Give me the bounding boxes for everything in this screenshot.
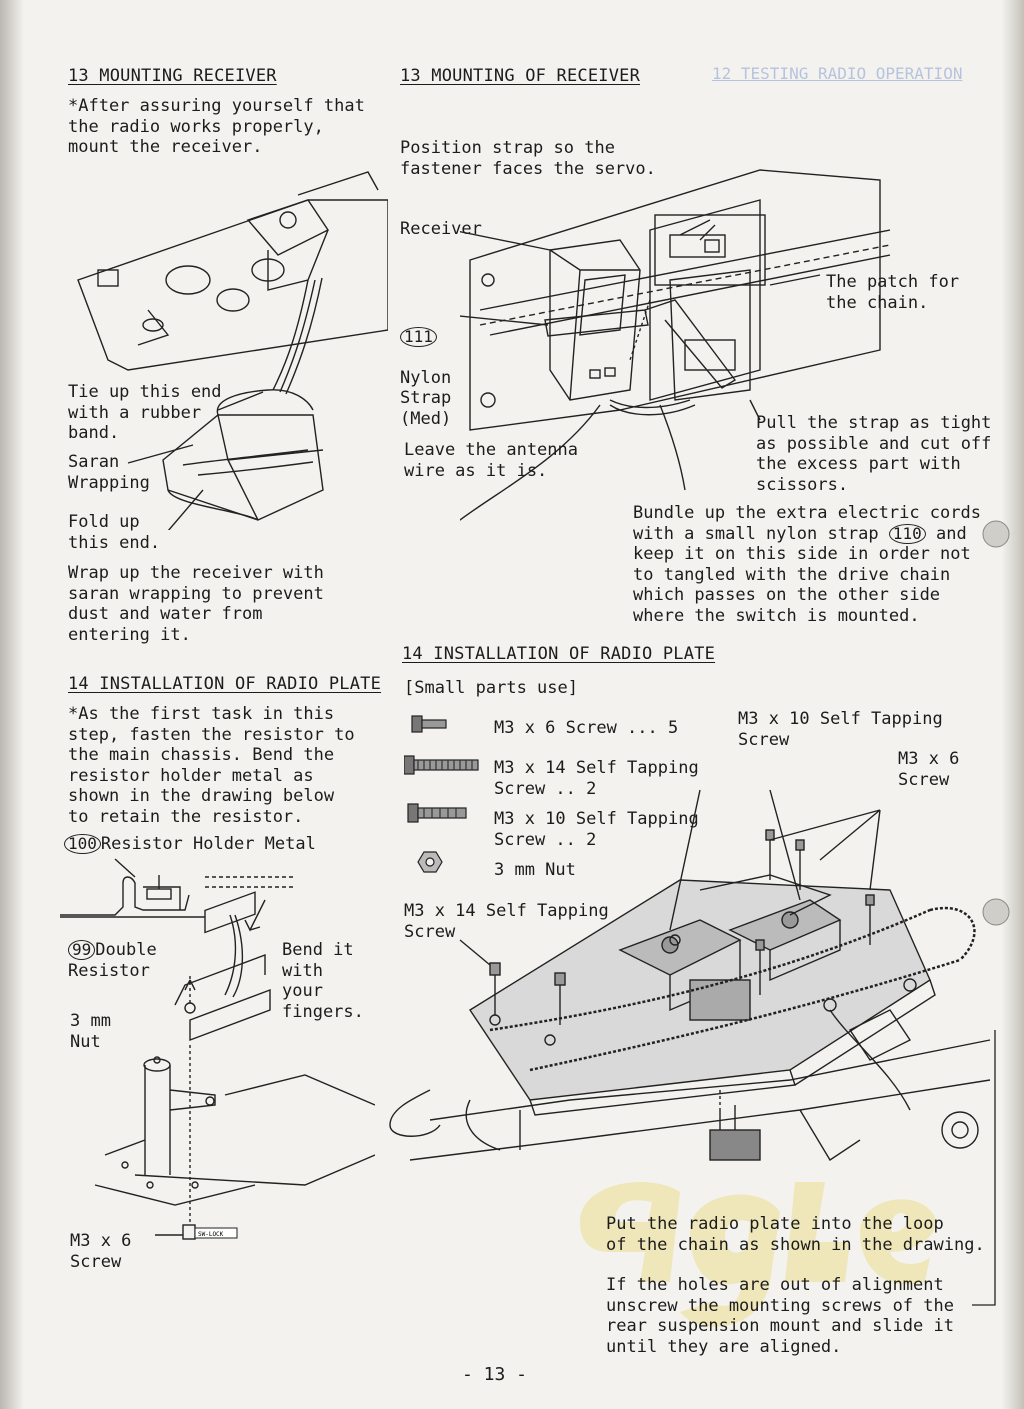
part-row-4: 3 mm Nut	[494, 860, 576, 881]
page-number: - 13 -	[462, 1364, 528, 1385]
alignment-leader-line	[972, 1030, 996, 1306]
part-qty-1: 5	[668, 718, 679, 738]
put-radio-plate-text: Put the radio plate into the loop of the…	[606, 1214, 985, 1255]
part-row-1: M3 x 6 Screw ... 5	[494, 718, 678, 739]
m3x14-screw-icon	[404, 755, 415, 775]
part-name-4: 3 mm Nut	[494, 860, 576, 880]
left-section14-heading: 14 INSTALLATION OF RADIO PLATE	[68, 674, 382, 694]
part-qty-2: 2	[586, 778, 597, 799]
resistor-mount-drawing: SW-LOCK	[60, 858, 375, 1240]
holes-alignment-text: If the holes are out of alignment unscre…	[606, 1275, 954, 1357]
right-section14-heading: 14 INSTALLATION OF RADIO PLATE	[402, 644, 716, 664]
saran-wrapping-label: Saran Wrapping	[68, 452, 150, 493]
part-row-3: M3 x 10 Self Tapping Screw .. 2	[494, 809, 699, 850]
parts-icons	[404, 715, 479, 873]
part-number-100: 100	[64, 834, 101, 854]
fold-up-label: Fold up this end.	[68, 512, 161, 553]
left-section13-heading: 13 MOUNTING RECEIVER	[68, 66, 277, 86]
tie-up-label: Tie up this end with a rubber band.	[68, 382, 222, 443]
part-name-2: M3 x 14 Self Tapping Screw ..	[494, 758, 699, 799]
m3x6-screw-icon	[411, 715, 423, 733]
radio-plate-drawing	[389, 789, 991, 1161]
pull-strap-text: Pull the strap as tight as possible and …	[756, 413, 992, 495]
antenna-label: Leave the antenna wire as it is.	[404, 440, 578, 481]
screw-label-left: M3 x 6 Screw	[70, 1231, 132, 1272]
wrap-instruction: Wrap up the receiver with saran wrapping…	[68, 563, 324, 645]
page-edge-right	[1002, 0, 1024, 1409]
part-name-3: M3 x 10 Self Tapping Screw ..	[494, 809, 699, 850]
nylon-strap-callout: 111 Nylon Strap (Med)	[400, 306, 451, 429]
chain-patch-label: The patch for the chain.	[826, 272, 960, 313]
part-number-110: 110	[888, 523, 926, 544]
left-section14-intro: *As the first task in this step, fasten …	[68, 704, 355, 827]
part-number-99: 99	[68, 940, 96, 960]
bundle-text-part2: and keep it on this side in order not to…	[633, 523, 971, 626]
callout-m3x6-screw: M3 x 6 Screw	[898, 749, 960, 790]
receiver-mounting-drawing	[460, 169, 891, 522]
nylon-strap-label: Nylon Strap (Med)	[400, 367, 452, 429]
callout-m3x10-self-tapping: M3 x 10 Self Tapping Screw	[738, 709, 943, 750]
page-edge-left	[0, 0, 24, 1409]
watermark-logo	[580, 1182, 936, 1327]
bundle-text-part1: Bundle up the extra electric cords with …	[633, 503, 981, 544]
nut-label-left: 3 mm Nut	[70, 1011, 111, 1052]
resistor-holder-label: Resistor Holder Metal	[100, 834, 316, 854]
bundle-cords-text: Bundle up the extra electric cords with …	[633, 503, 981, 626]
part-row-2: M3 x 14 Self Tapping Screw .. 2	[494, 758, 699, 799]
small-parts-heading: [Small parts use]	[404, 678, 578, 698]
double-resistor-label: Double Resistor	[68, 940, 157, 981]
left-section13-intro: *After assuring yourself that the radio …	[68, 96, 365, 157]
binder-holes	[982, 520, 1010, 926]
part-number-111: 111	[400, 326, 437, 347]
sw-lock-tag: SW-LOCK	[198, 1231, 224, 1238]
bleed-through-heading: 12 TESTING RADIO OPERATION	[712, 64, 963, 83]
bend-it-label: Bend it with your fingers.	[282, 940, 364, 1022]
position-strap-text: Position strap so the fastener faces the…	[400, 138, 656, 179]
receiver-wrapping-drawing	[77, 171, 388, 530]
part-qty-3: 2	[586, 829, 597, 850]
part-name-1: M3 x 6 Screw ...	[494, 718, 658, 738]
callout-m3x14-self-tapping: M3 x 14 Self Tapping Screw	[404, 901, 609, 942]
right-section13-heading: 13 MOUNTING OF RECEIVER	[400, 66, 641, 86]
receiver-label: Receiver	[400, 219, 482, 239]
